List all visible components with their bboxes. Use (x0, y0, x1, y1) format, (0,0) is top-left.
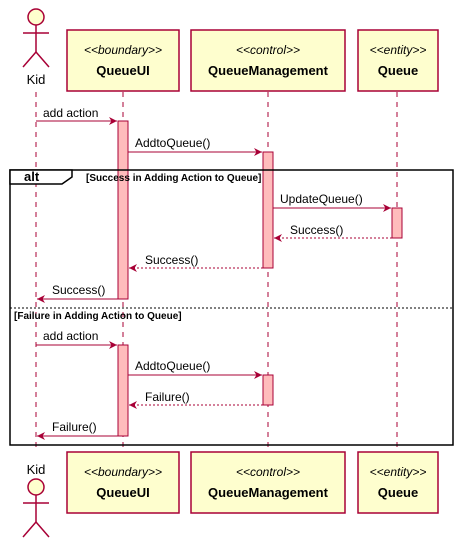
participant-box (190, 451, 346, 514)
participant-queueui-top: <<boundary>> QueueUI (66, 29, 180, 92)
actor-name: Kid (27, 72, 46, 87)
alt-keyword: alt (24, 169, 40, 184)
participant-name: Queue (378, 485, 418, 500)
participant-queue-bottom: <<entity>> Queue (357, 451, 439, 514)
actor-icon (22, 478, 50, 538)
participant-queue-top: <<entity>> Queue (357, 29, 439, 92)
message-label: Success() (145, 253, 198, 267)
participant-box (357, 29, 439, 92)
participant-stereotype: <<entity>> (370, 465, 427, 479)
participant-queueui-bottom: <<boundary>> QueueUI (66, 451, 180, 514)
alt-guard-success: [Success in Adding Action to Queue] (86, 173, 261, 184)
activation-queue-1 (391, 207, 403, 239)
participant-stereotype: <<boundary>> (84, 465, 162, 479)
activations (117, 120, 403, 437)
message-label: UpdateQueue() (280, 192, 363, 206)
message-label: add action (43, 329, 98, 343)
activation-queuemanagement-2 (262, 374, 274, 406)
participant-box (66, 29, 180, 92)
messages (36, 117, 392, 440)
participant-name: QueueManagement (208, 63, 329, 78)
message-label: add action (43, 106, 98, 120)
message-label: AddtoQueue() (135, 136, 210, 150)
participant-box (66, 451, 180, 514)
participant-name: QueueUI (96, 485, 149, 500)
alt-fragment: alt [Success in Adding Action to Queue] … (9, 169, 454, 446)
participant-stereotype: <<boundary>> (84, 43, 162, 57)
participant-name: QueueManagement (208, 485, 329, 500)
activation-queueui-1 (117, 120, 129, 300)
message-label: Success() (52, 283, 105, 297)
message-label: AddtoQueue() (135, 359, 210, 373)
alt-guard-failure: [Failure in Adding Action to Queue] (14, 311, 182, 322)
message-label: Failure() (52, 420, 97, 434)
actor-icon (22, 8, 50, 68)
alt-keyword-tab (9, 169, 73, 185)
participant-box (357, 451, 439, 514)
participant-name: QueueUI (96, 63, 149, 78)
participant-queuemanagement-top: <<control>> QueueManagement (190, 29, 346, 92)
actor-kid-top: Kid (22, 8, 50, 87)
activation-queuemanagement-1 (262, 151, 274, 269)
activation-queueui-2 (117, 344, 129, 437)
participant-stereotype: <<entity>> (370, 43, 427, 57)
participant-name: Queue (378, 63, 418, 78)
lifelines (35, 92, 398, 452)
message-labels: add action AddtoQueue() UpdateQueue() Su… (43, 106, 363, 434)
participants-bottom: Kid <<boundary>> QueueUI <<control>> Que… (22, 451, 439, 538)
actor-kid-bottom: Kid (22, 462, 50, 538)
participant-box (190, 29, 346, 92)
participant-stereotype: <<control>> (236, 43, 300, 57)
message-label: Failure() (145, 390, 190, 404)
participants-top: Kid <<boundary>> QueueUI <<control>> Que… (22, 8, 439, 92)
message-label: Success() (290, 223, 343, 237)
participant-stereotype: <<control>> (236, 465, 300, 479)
participant-queuemanagement-bottom: <<control>> QueueManagement (190, 451, 346, 514)
actor-name: Kid (27, 462, 46, 477)
